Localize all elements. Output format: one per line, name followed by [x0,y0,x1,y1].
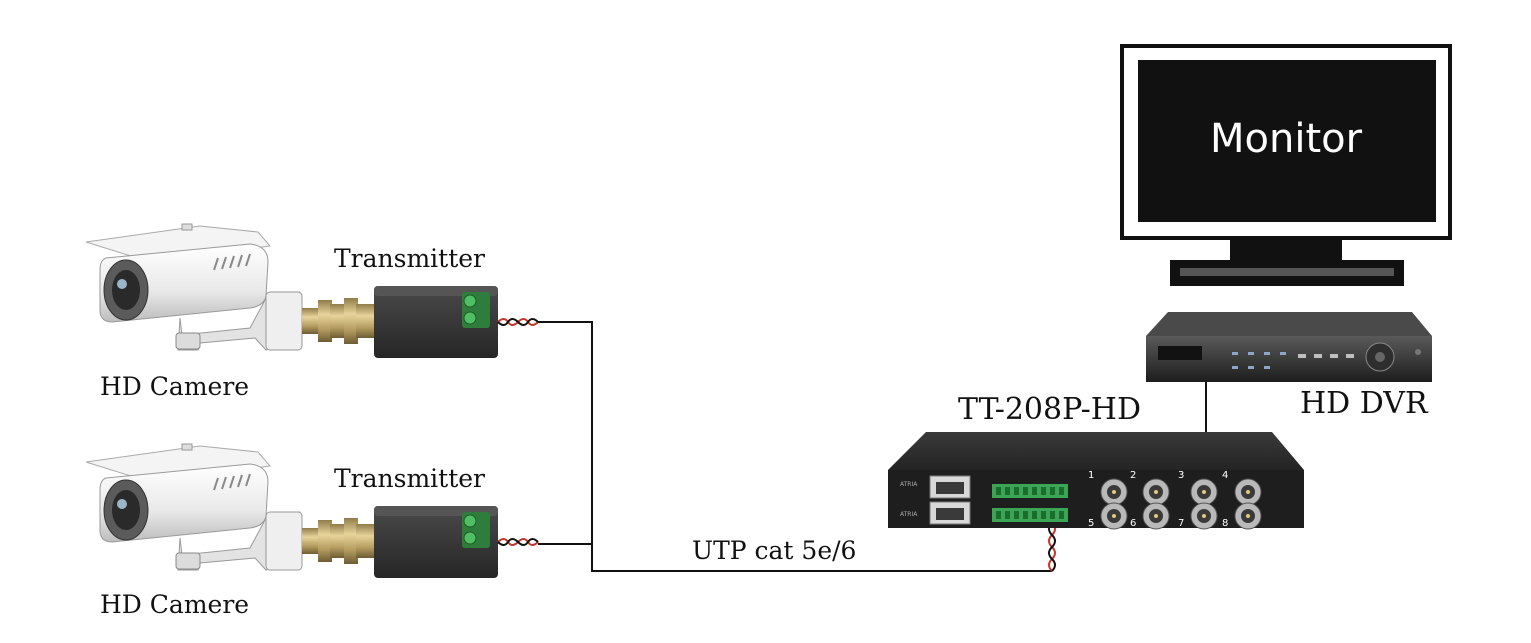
bnc-connector-icon [302,298,374,344]
camera-icon [85,223,303,351]
svg-text:ATRIA: ATRIA [900,511,918,518]
camera-label: HD Camere [100,372,250,401]
transmitter-label: Transmitter [334,464,486,493]
bnc-port [1234,478,1262,506]
dvr-label: HD DVR [1300,386,1428,421]
bnc-port [1234,502,1262,530]
port-number-label: 8 [1222,518,1229,529]
port-number-label: 6 [1130,518,1137,529]
bnc-port [1190,478,1218,506]
bnc-port [1100,478,1128,506]
port-number-label: 4 [1222,470,1229,481]
transmitter-icon [374,286,498,358]
bnc-port [1142,478,1170,506]
port-number-label: 7 [1178,518,1185,529]
port-number-label: 1 [1088,470,1095,481]
svg-text:ATRIA: ATRIA [900,481,918,488]
camera-icon [85,443,303,571]
camera-label: HD Camere [100,590,250,619]
cable-label: UTP cat 5e/6 [692,536,857,565]
monitor-icon [1120,44,1452,286]
bnc-port [1100,502,1128,530]
bnc-connector-icon [302,518,374,564]
port-number-label: 2 [1130,470,1137,481]
port-number-label: 5 [1088,518,1095,529]
port-number-label: 3 [1178,470,1185,481]
bnc-port [1142,502,1170,530]
dvr-icon [1146,312,1432,382]
transmitter-label: Transmitter [334,244,486,273]
bnc-port-group [1100,478,1262,530]
receiver-model-label: TT-208P-HD [958,392,1142,427]
monitor-label: Monitor [1210,116,1363,162]
bnc-port [1190,502,1218,530]
transmitter-icon [374,506,498,578]
receiver-hub-icon: ATRIA ATRIA [888,432,1304,528]
